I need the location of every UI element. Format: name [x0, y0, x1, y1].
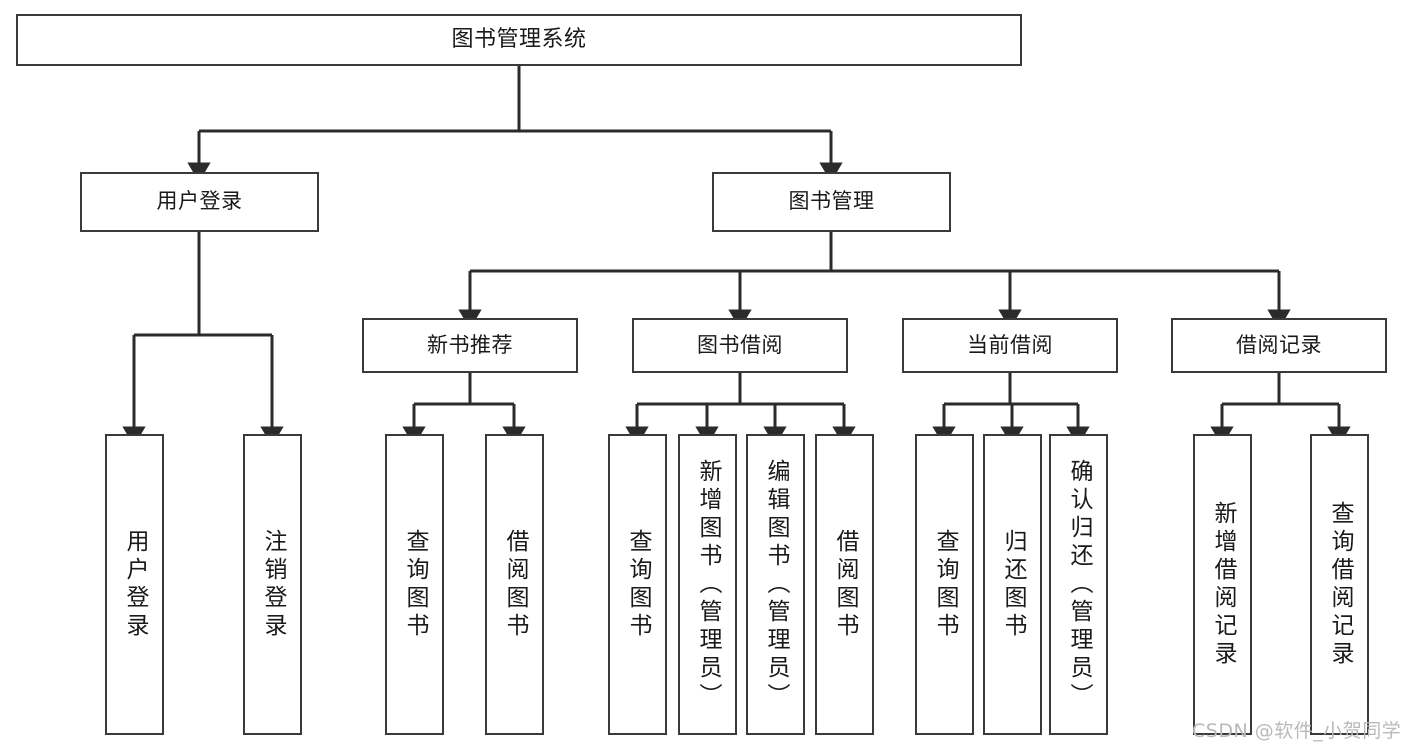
node-borrow-record[interactable]: 借阅记录	[1171, 318, 1387, 373]
node-leaf-query-borrow-record[interactable]: 查询借阅记录	[1310, 434, 1369, 735]
node-user-login[interactable]: 用户登录	[80, 172, 319, 232]
node-book-management[interactable]: 图书管理	[712, 172, 951, 232]
node-leaf-query-book-3[interactable]: 查询图书	[915, 434, 974, 735]
node-leaf-user-login-label: 用户登录	[122, 528, 148, 641]
node-leaf-borrow-book-1-label: 借阅图书	[502, 528, 528, 641]
node-leaf-edit-book-admin-label: 编辑图书（管理员）	[763, 458, 789, 711]
node-leaf-add-borrow-record-label: 新增借阅记录	[1210, 500, 1236, 669]
node-leaf-return-book-label: 归还图书	[1000, 528, 1026, 641]
node-leaf-borrow-book-2-label: 借阅图书	[832, 528, 858, 641]
node-leaf-query-borrow-record-label: 查询借阅记录	[1327, 500, 1353, 669]
node-leaf-edit-book-admin[interactable]: 编辑图书（管理员）	[746, 434, 805, 735]
node-leaf-confirm-return-admin[interactable]: 确认归还（管理员）	[1049, 434, 1108, 735]
node-leaf-query-book-1-label: 查询图书	[402, 528, 428, 641]
node-leaf-borrow-book-2[interactable]: 借阅图书	[815, 434, 874, 735]
node-leaf-return-book[interactable]: 归还图书	[983, 434, 1042, 735]
node-book-borrow-label: 图书借阅	[697, 332, 783, 357]
node-user-login-label: 用户登录	[156, 189, 243, 214]
node-leaf-confirm-return-admin-label: 确认归还（管理员）	[1066, 458, 1092, 711]
node-current-borrow-label: 当前借阅	[967, 332, 1053, 357]
node-book-borrow[interactable]: 图书借阅	[632, 318, 848, 373]
node-new-book-recommend-label: 新书推荐	[427, 332, 513, 357]
node-leaf-query-book-3-label: 查询图书	[932, 528, 958, 641]
node-leaf-query-book-1[interactable]: 查询图书	[385, 434, 444, 735]
node-leaf-query-book-2[interactable]: 查询图书	[608, 434, 667, 735]
node-current-borrow[interactable]: 当前借阅	[902, 318, 1118, 373]
node-root[interactable]: 图书管理系统	[16, 14, 1022, 66]
node-leaf-add-book-admin-label: 新增图书（管理员）	[695, 458, 721, 711]
node-leaf-add-book-admin[interactable]: 新增图书（管理员）	[678, 434, 737, 735]
node-new-book-recommend[interactable]: 新书推荐	[362, 318, 578, 373]
node-root-label: 图书管理系统	[451, 26, 587, 52]
node-book-management-label: 图书管理	[788, 189, 875, 214]
node-leaf-query-book-2-label: 查询图书	[625, 528, 651, 641]
node-leaf-logout-login-label: 注销登录	[260, 528, 286, 641]
node-leaf-add-borrow-record[interactable]: 新增借阅记录	[1193, 434, 1252, 735]
node-borrow-record-label: 借阅记录	[1236, 332, 1322, 357]
node-leaf-borrow-book-1[interactable]: 借阅图书	[485, 434, 544, 735]
node-leaf-user-login[interactable]: 用户登录	[105, 434, 164, 735]
node-leaf-logout-login[interactable]: 注销登录	[243, 434, 302, 735]
watermark-text: CSDN @软件_小贺同学	[1192, 720, 1402, 742]
